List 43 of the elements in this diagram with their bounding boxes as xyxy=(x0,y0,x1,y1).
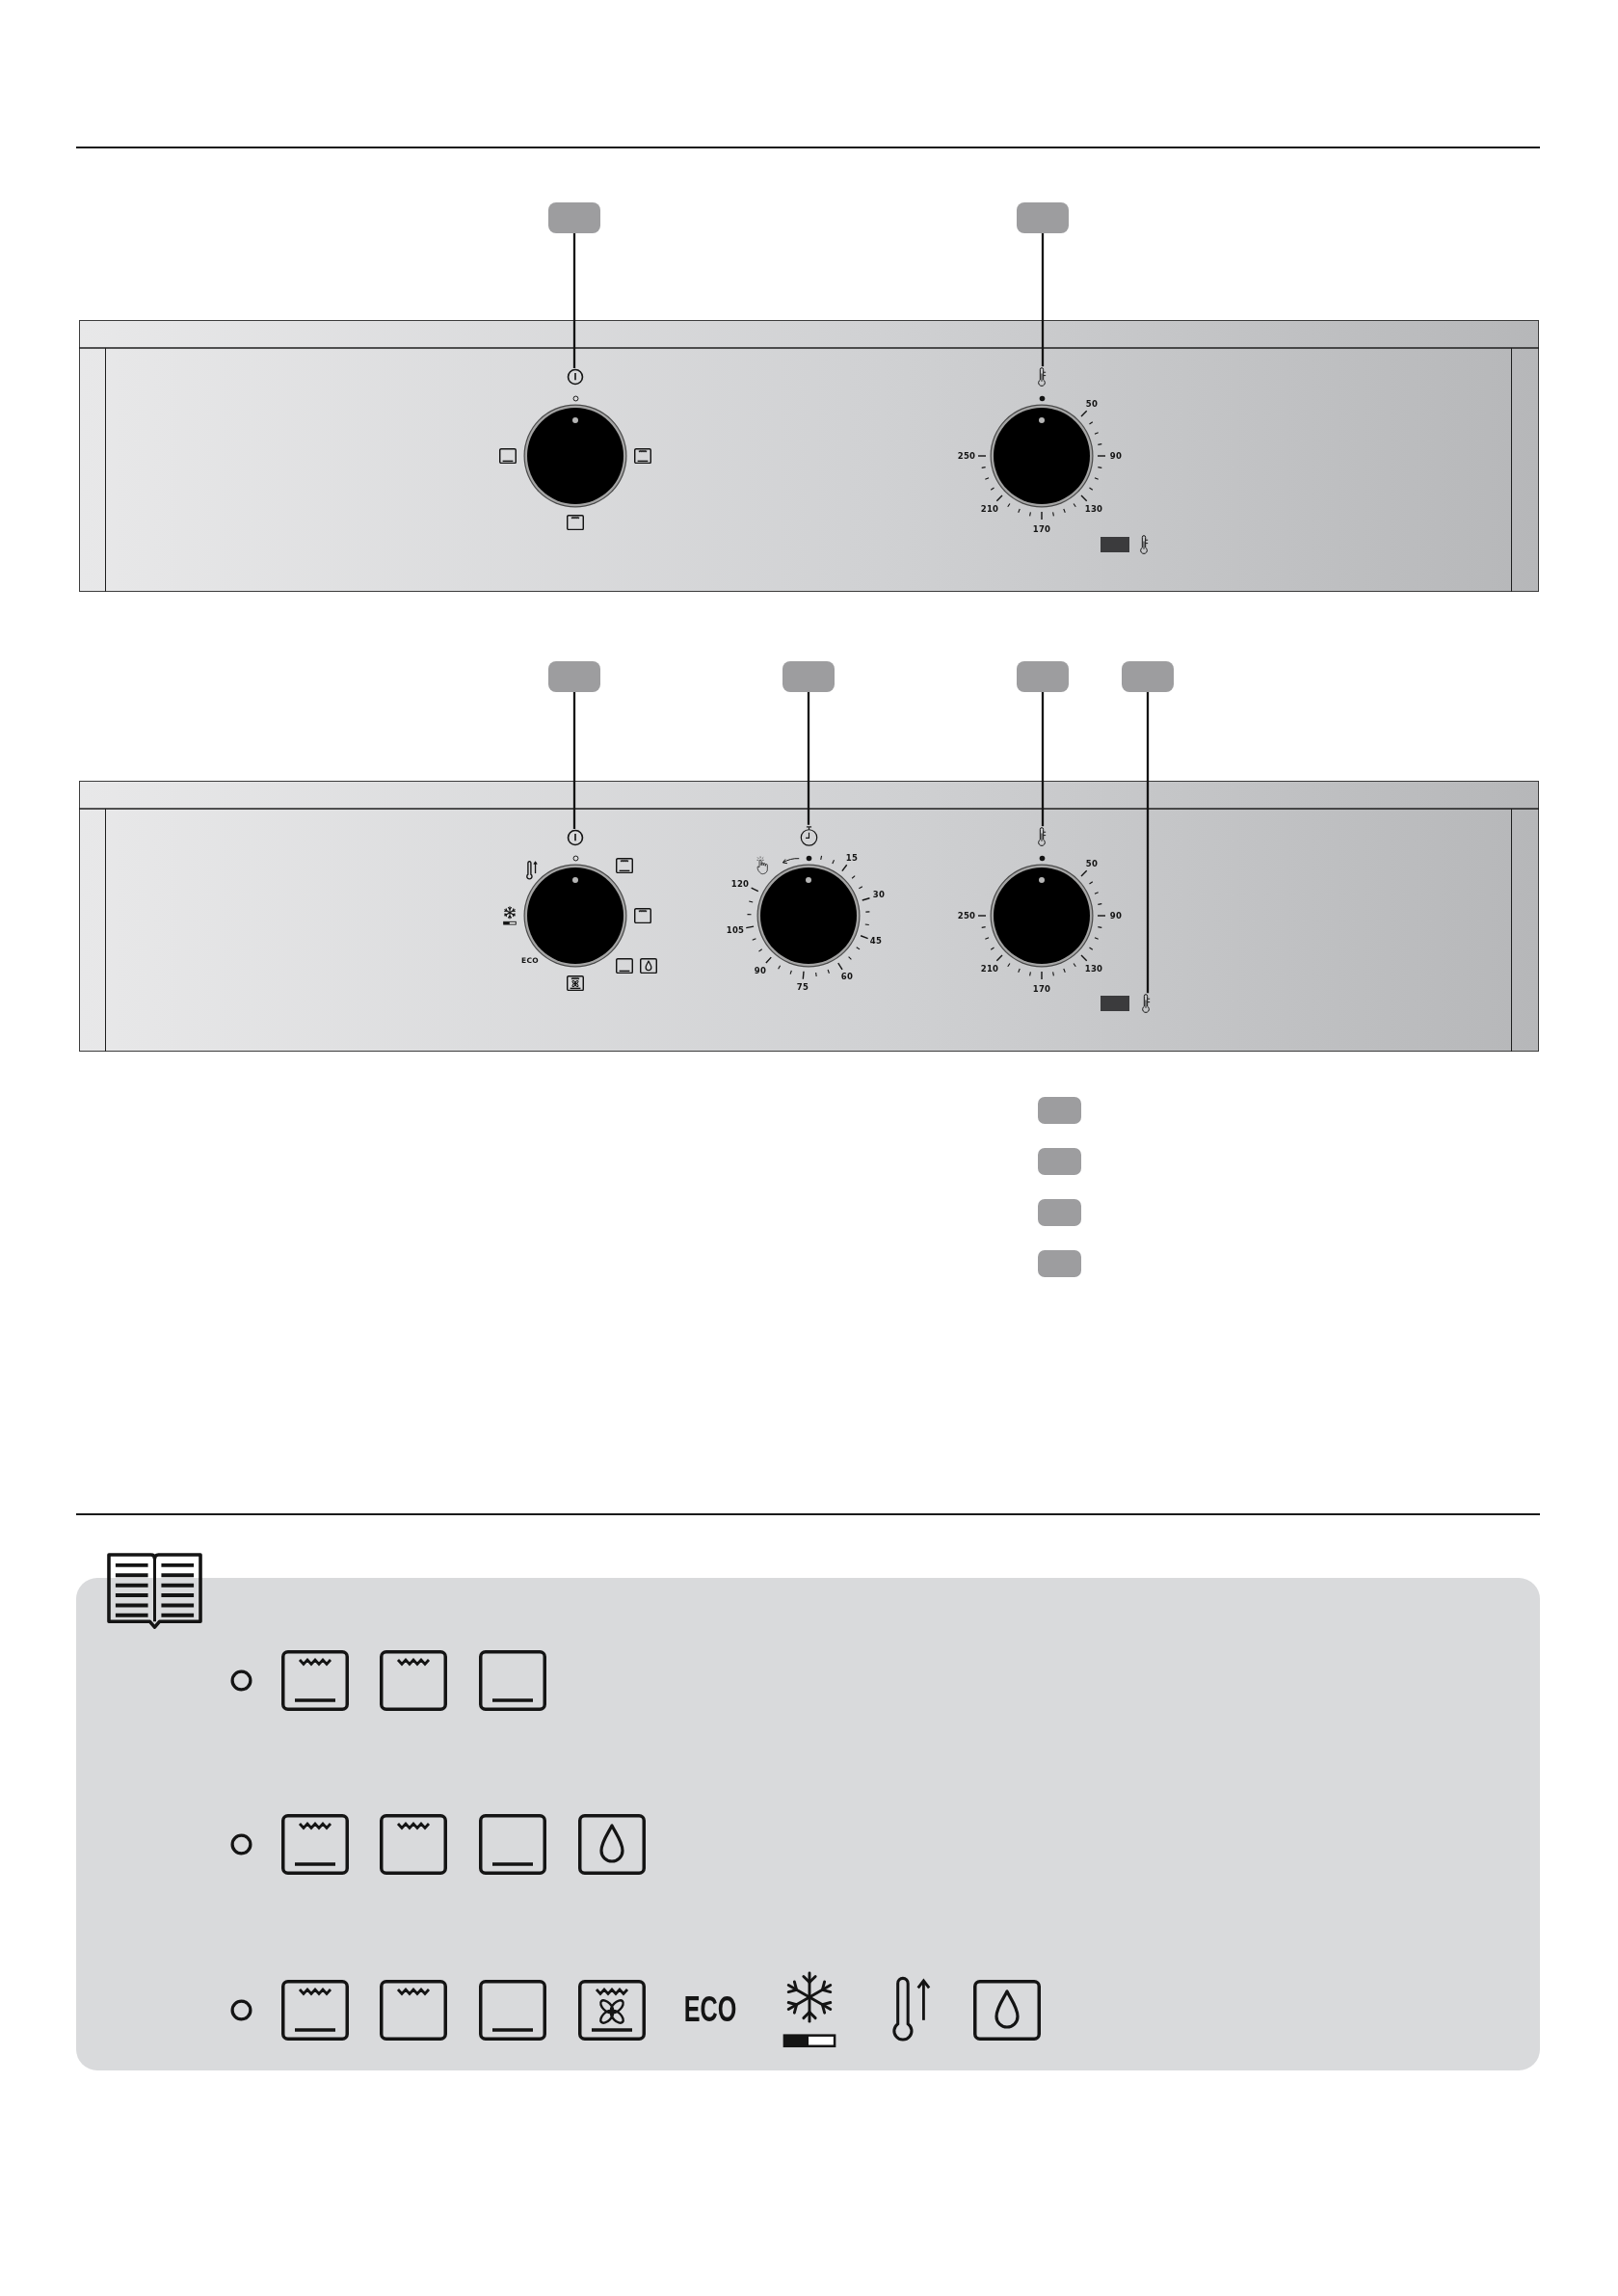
callout-badge xyxy=(1038,1148,1081,1175)
dial-number: 210 xyxy=(980,504,999,514)
dial-number: 15 xyxy=(845,853,859,863)
leader-line xyxy=(1041,233,1045,367)
leader-line xyxy=(1146,692,1150,994)
dial-number: 90 xyxy=(1109,911,1123,921)
callout-badge xyxy=(1017,661,1069,692)
dial-number: 210 xyxy=(980,964,999,974)
dial-number: 250 xyxy=(957,911,976,921)
callout-badge xyxy=(1038,1199,1081,1226)
leader-line xyxy=(572,692,576,829)
callout-badge xyxy=(1017,202,1069,233)
dial-number: 120 xyxy=(730,879,750,889)
dial-number: 130 xyxy=(1084,504,1103,514)
callout-badge xyxy=(782,661,835,692)
power-icon xyxy=(567,829,584,846)
stopwatch-icon xyxy=(799,824,818,847)
dial-number: 75 xyxy=(796,982,809,992)
callout-badge xyxy=(548,661,600,692)
leader-line xyxy=(1041,692,1045,827)
dial-number: 170 xyxy=(1032,984,1051,994)
callout-badge xyxy=(548,202,600,233)
leader-line xyxy=(572,233,576,368)
callout-badge xyxy=(1038,1097,1081,1124)
callout-badge xyxy=(1122,661,1174,692)
leader-line xyxy=(807,692,810,825)
thermometer-icon xyxy=(1037,826,1047,847)
dial-number: 105 xyxy=(726,925,745,935)
power-icon xyxy=(567,368,584,386)
dial-number: 90 xyxy=(1109,451,1123,461)
dial-number: 90 xyxy=(754,966,767,975)
mode-label: ECO xyxy=(683,1992,737,2027)
callout-badge xyxy=(1038,1250,1081,1277)
dial-number: 250 xyxy=(957,451,976,461)
dial-number: 30 xyxy=(872,890,886,899)
thermometer-icon xyxy=(1141,993,1151,1014)
dial-number: 130 xyxy=(1084,964,1103,974)
dial-number: 60 xyxy=(840,972,854,981)
dial-number: 45 xyxy=(869,936,883,946)
dial-number: 50 xyxy=(1085,859,1099,868)
thermometer-icon xyxy=(1037,366,1047,387)
dial-number: 170 xyxy=(1032,524,1051,534)
dial-number: 50 xyxy=(1085,399,1099,409)
